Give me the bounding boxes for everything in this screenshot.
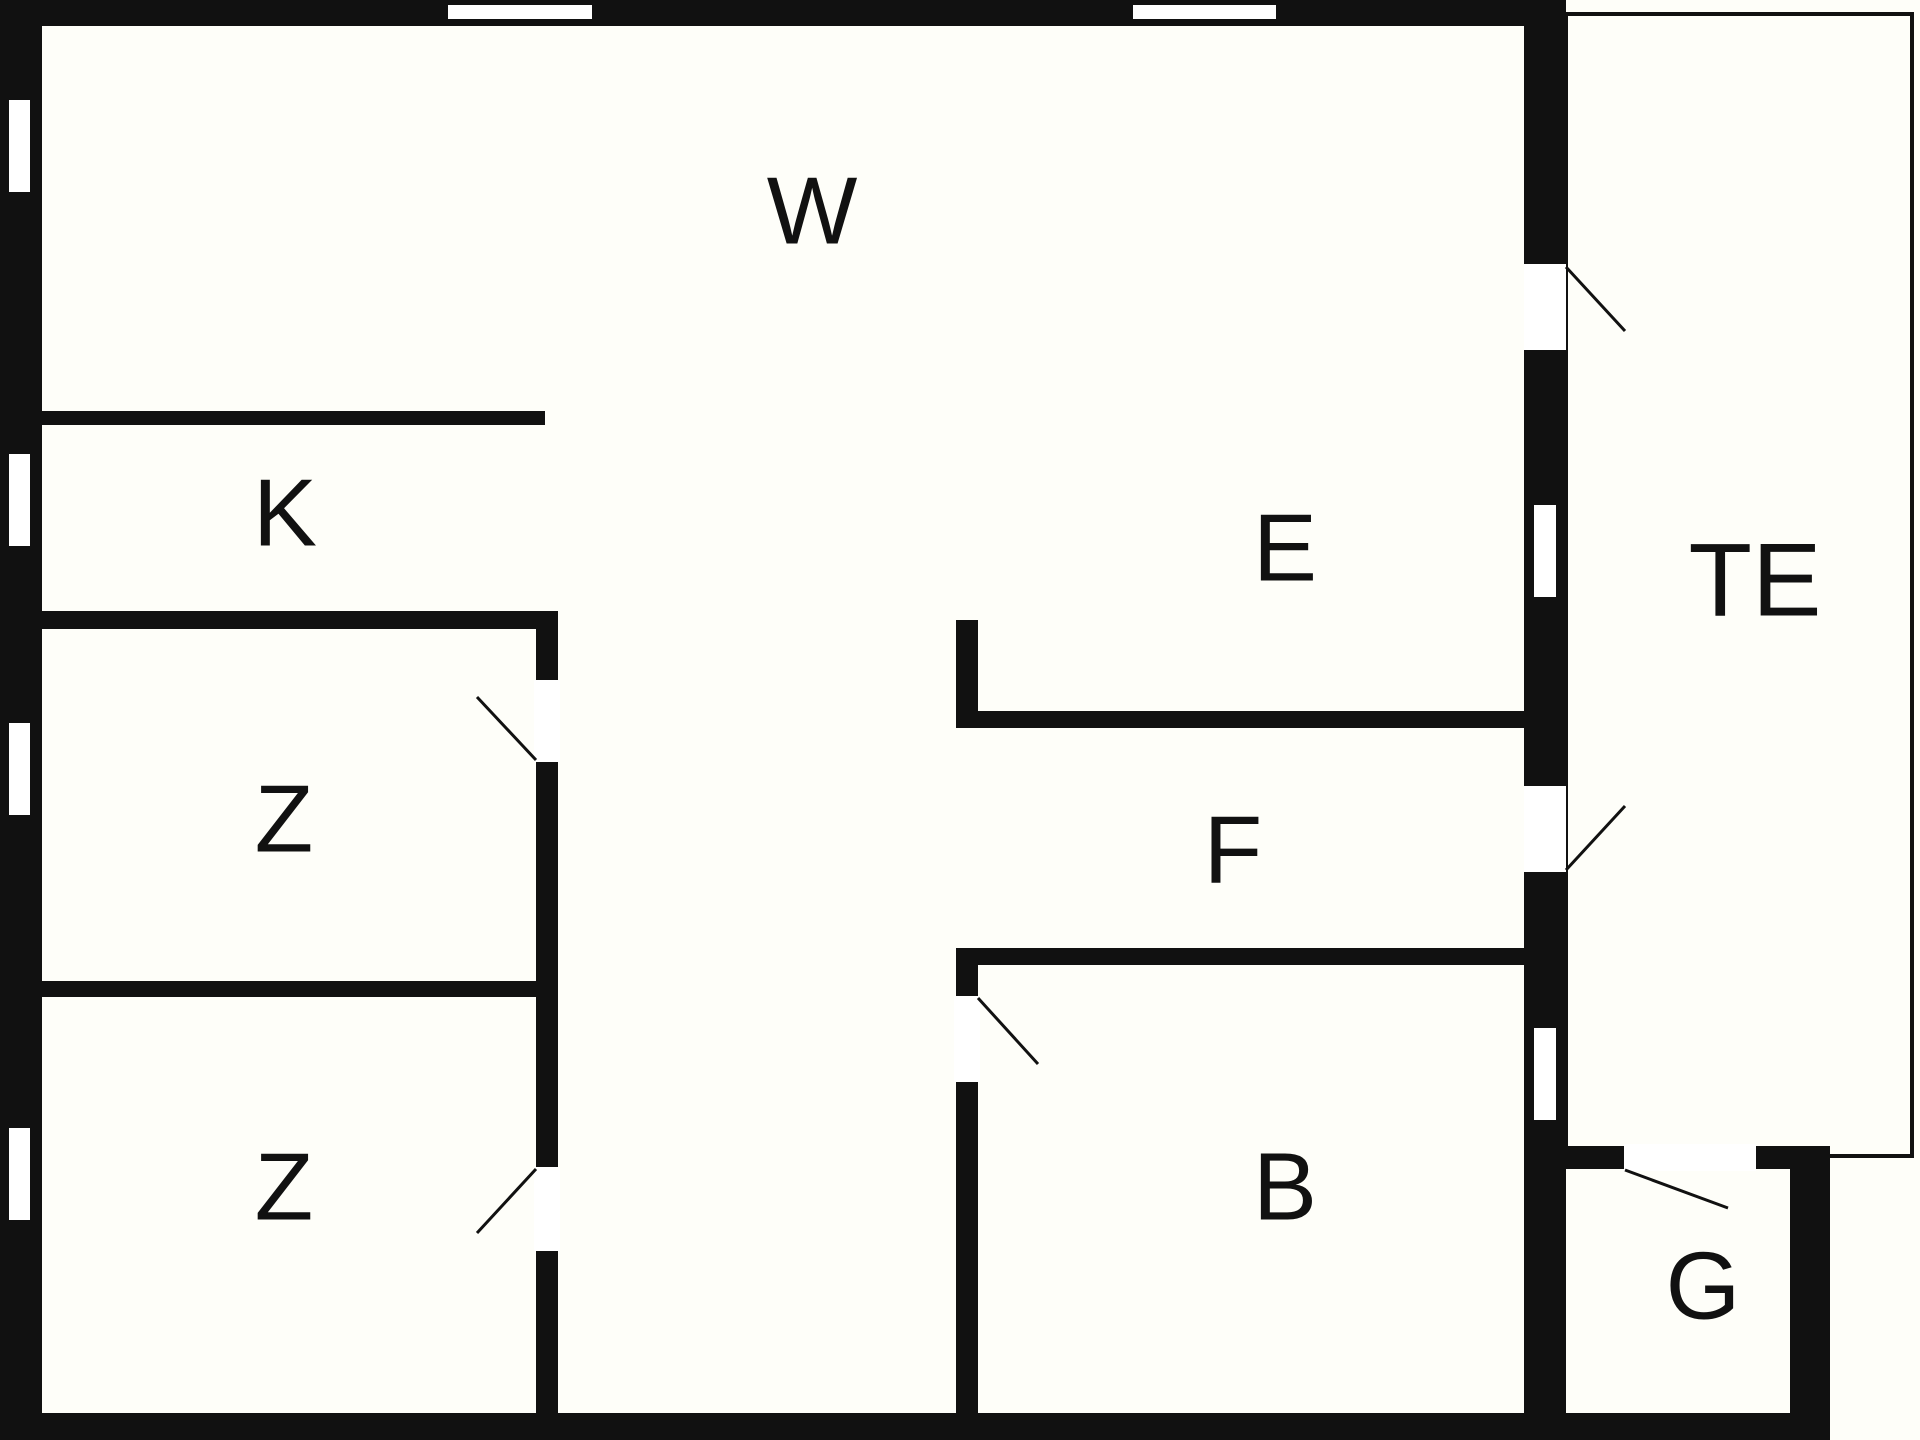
wall-kitchen-bottom [42, 611, 558, 629]
room-label-z-2: Z [255, 1133, 314, 1240]
windows [9, 5, 1556, 1220]
outer-wall-top [0, 0, 1565, 26]
door-swing-bedroom-2 [475, 1167, 538, 1235]
wall-kitchen-top [42, 411, 545, 425]
wall-between-bedrooms [42, 981, 558, 997]
walls [0, 0, 1830, 1440]
room-label-w: W [767, 157, 858, 264]
wall-right-main [1524, 0, 1566, 1440]
door-opening-living-terrace [1524, 264, 1566, 350]
door-swings [475, 265, 1729, 1235]
room-label-te: TE [1689, 522, 1822, 638]
window-left-4 [9, 1128, 30, 1220]
door-opening-bedroom-2 [534, 1167, 560, 1251]
window-top-2 [1133, 5, 1276, 19]
door-opening-bath [954, 996, 980, 1082]
door-swing-storage [1624, 1168, 1729, 1210]
wall-e-stub [956, 620, 978, 728]
window-left-2 [9, 454, 30, 546]
door-openings [534, 264, 1756, 1251]
room-label-z-1: Z [255, 765, 314, 872]
room-label-b: B [1253, 1133, 1317, 1240]
window-left-3 [9, 723, 30, 815]
room-label-e: E [1253, 494, 1317, 601]
wall-g-right [1790, 1146, 1830, 1440]
door-opening-bedroom-1 [534, 680, 560, 762]
door-opening-hall-terrace [1524, 786, 1566, 872]
door-swing-bath [976, 996, 1040, 1066]
room-label-k: K [253, 459, 317, 566]
window-top-1 [448, 5, 592, 19]
door-swing-hall-terrace [1564, 804, 1627, 872]
window-left-1 [9, 100, 30, 192]
outer-wall-left [0, 0, 42, 1440]
window-right-1 [1534, 505, 1556, 597]
wall-e-bottom [956, 711, 1524, 728]
door-swing-bedroom-1 [475, 695, 538, 762]
door-swing-living-terrace [1564, 265, 1627, 333]
room-labels: W K E TE Z Z F B G [253, 157, 1821, 1339]
room-label-f: F [1204, 796, 1263, 903]
room-label-g: G [1666, 1232, 1741, 1339]
window-right-2 [1534, 1028, 1556, 1120]
wall-bath-top [956, 948, 1524, 965]
door-opening-storage [1624, 1144, 1756, 1171]
